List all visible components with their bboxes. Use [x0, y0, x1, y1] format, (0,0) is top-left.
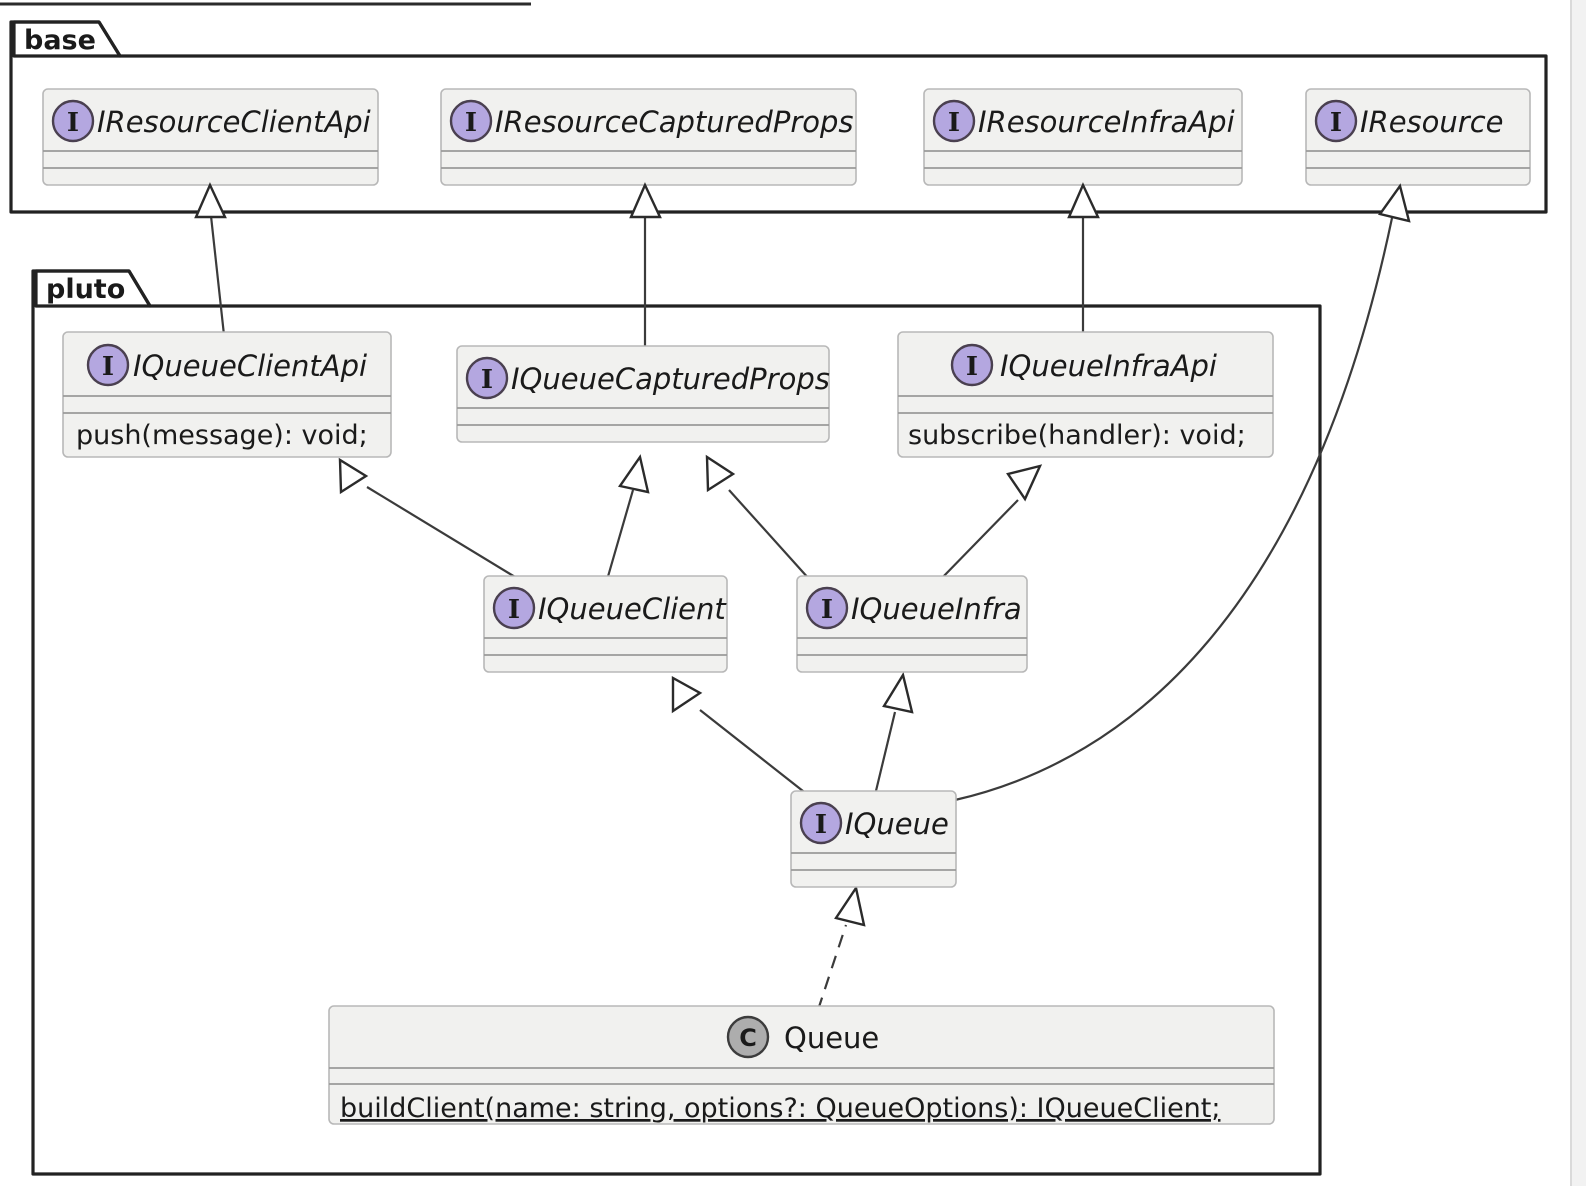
- interface-i-icon-glyph: I: [815, 810, 827, 840]
- class-box[interactable]: [796, 575, 1028, 673]
- class-title: IResourceInfraApi: [978, 105, 1235, 139]
- package-pluto-fill: [33, 268, 1320, 1174]
- class-node-IQueueInfra[interactable]: I IQueueInfra: [796, 575, 1028, 673]
- interface-i-icon-glyph: I: [1330, 108, 1342, 138]
- class-title: IQueueClientApi: [133, 349, 367, 383]
- class-node-IResourceClientApi[interactable]: I IResourceClientApi: [42, 88, 379, 186]
- package-base-border: [9, 20, 1548, 214]
- relation-line: [816, 924, 848, 1011]
- relation-line: [939, 499, 1019, 581]
- generalization-arrowhead: [671, 675, 703, 714]
- class-box[interactable]: [328, 1005, 1275, 1125]
- realization-arrowhead: [834, 884, 866, 927]
- class-node-IResource[interactable]: I IResource: [1305, 88, 1531, 186]
- class-node-IResourceInfraApi[interactable]: I IResourceInfraApi: [923, 88, 1243, 186]
- relation-line: [699, 709, 809, 796]
- class-c-icon: [726, 1015, 770, 1059]
- package-pluto: pluto: [31, 268, 1322, 1176]
- relation-line: [728, 489, 811, 581]
- class-title: Queue: [784, 1021, 879, 1055]
- interface-i-icon-glyph: I: [966, 352, 978, 382]
- class-box[interactable]: [62, 331, 392, 458]
- class-node-IQueueClientApi[interactable]: I IQueueClientApi push(message): void;: [62, 331, 392, 458]
- relation-line: [605, 489, 635, 581]
- interface-i-icon-glyph: I: [67, 108, 79, 138]
- class-title: IQueueCapturedProps: [511, 362, 830, 396]
- package-pluto-label: pluto: [46, 274, 125, 305]
- class-method-static: buildClient(name: string, options?: Queu…: [340, 1093, 1220, 1124]
- interface-i-icon: [799, 801, 843, 845]
- generalization-arrowhead: [338, 457, 369, 495]
- generalization-arrowhead: [1377, 183, 1411, 223]
- interface-i-icon: [1314, 99, 1358, 143]
- interface-i-icon: [86, 343, 130, 387]
- relation-IQueueCapturedProps-to-IResourceCapturedProps: [629, 182, 662, 348]
- generalization-arrowhead: [629, 182, 662, 219]
- interface-i-icon: [950, 343, 994, 387]
- class-method: subscribe(handler): void;: [908, 420, 1246, 451]
- relation-Queue-to-IQueue: [816, 884, 866, 1011]
- class-node-Queue[interactable]: C Queue buildClient(name: string, option…: [328, 1005, 1275, 1125]
- relation-IQueueInfraApi-to-IResourceInfraApi: [1067, 182, 1100, 335]
- relation-IQueueInfra-to-IQueueInfraApi: [939, 464, 1043, 581]
- relation-IQueueInfra-to-IQueueCapturedProps: [705, 454, 811, 581]
- interface-i-icon: [805, 586, 849, 630]
- generalization-arrowhead: [617, 454, 650, 494]
- class-title: IResource: [1360, 105, 1504, 139]
- generalization-arrowhead: [882, 671, 914, 714]
- class-method: push(message): void;: [76, 420, 368, 451]
- package-base-label: base: [24, 25, 96, 56]
- interface-i-icon-glyph: I: [481, 365, 493, 395]
- package-pluto-border: [31, 269, 1322, 1176]
- class-title: IQueueInfra: [851, 592, 1022, 626]
- class-box[interactable]: [440, 88, 857, 186]
- relation-IQueueClientApi-to-IResourceClientApi: [194, 182, 227, 336]
- interface-i-icon-glyph: I: [948, 108, 960, 138]
- class-title: IQueue: [845, 807, 949, 841]
- class-node-IQueueCapturedProps[interactable]: I IQueueCapturedProps: [456, 345, 830, 443]
- class-box[interactable]: [456, 345, 830, 443]
- interface-i-icon: [51, 99, 95, 143]
- class-node-IQueueClient[interactable]: I IQueueClient: [483, 575, 728, 673]
- relation-IQueue-to-IQueueInfra: [873, 671, 914, 796]
- interface-i-icon-glyph: I: [465, 108, 477, 138]
- relation-IQueueClient-to-IQueueCapturedProps: [605, 454, 650, 581]
- scrollbar-track[interactable]: [1570, 0, 1586, 1186]
- class-node-IResourceCapturedProps[interactable]: I IResourceCapturedProps: [440, 88, 857, 186]
- vertical-scrollbar[interactable]: [1570, 0, 1586, 1186]
- interface-i-icon: [449, 99, 493, 143]
- class-title: IQueueClient: [538, 592, 727, 626]
- relation-IQueue-to-IQueueClient: [671, 675, 809, 796]
- class-box[interactable]: [483, 575, 728, 673]
- generalization-arrowhead: [1006, 464, 1043, 502]
- relation-IQueueClient-to-IQueueClientApi: [338, 457, 521, 581]
- relation-line: [954, 217, 1394, 802]
- interface-i-icon: [932, 99, 976, 143]
- interface-i-icon: [465, 356, 509, 400]
- interface-i-icon: [492, 586, 536, 630]
- interface-i-icon-glyph: I: [508, 595, 520, 625]
- generalization-arrowhead: [194, 182, 227, 219]
- generalization-arrowhead: [1067, 182, 1100, 219]
- class-node-IQueue[interactable]: I IQueue: [790, 790, 957, 888]
- class-title: IQueueInfraApi: [1000, 349, 1217, 383]
- class-box[interactable]: [1305, 88, 1531, 186]
- relation-IQueue-to-IResource: [954, 183, 1411, 802]
- class-node-IQueueInfraApi[interactable]: I IQueueInfraApi subscribe(handler): voi…: [897, 331, 1274, 458]
- class-title: IResourceCapturedProps: [495, 105, 854, 139]
- relation-line: [209, 215, 226, 336]
- class-c-icon-glyph: C: [739, 1024, 757, 1052]
- relation-links: [194, 182, 1411, 1011]
- relation-line: [366, 486, 521, 581]
- interface-i-icon-glyph: I: [102, 352, 114, 382]
- class-title: IResourceClientApi: [97, 105, 371, 139]
- generalization-arrowhead: [705, 454, 736, 493]
- relation-line: [873, 711, 897, 796]
- interface-i-icon-glyph: I: [821, 595, 833, 625]
